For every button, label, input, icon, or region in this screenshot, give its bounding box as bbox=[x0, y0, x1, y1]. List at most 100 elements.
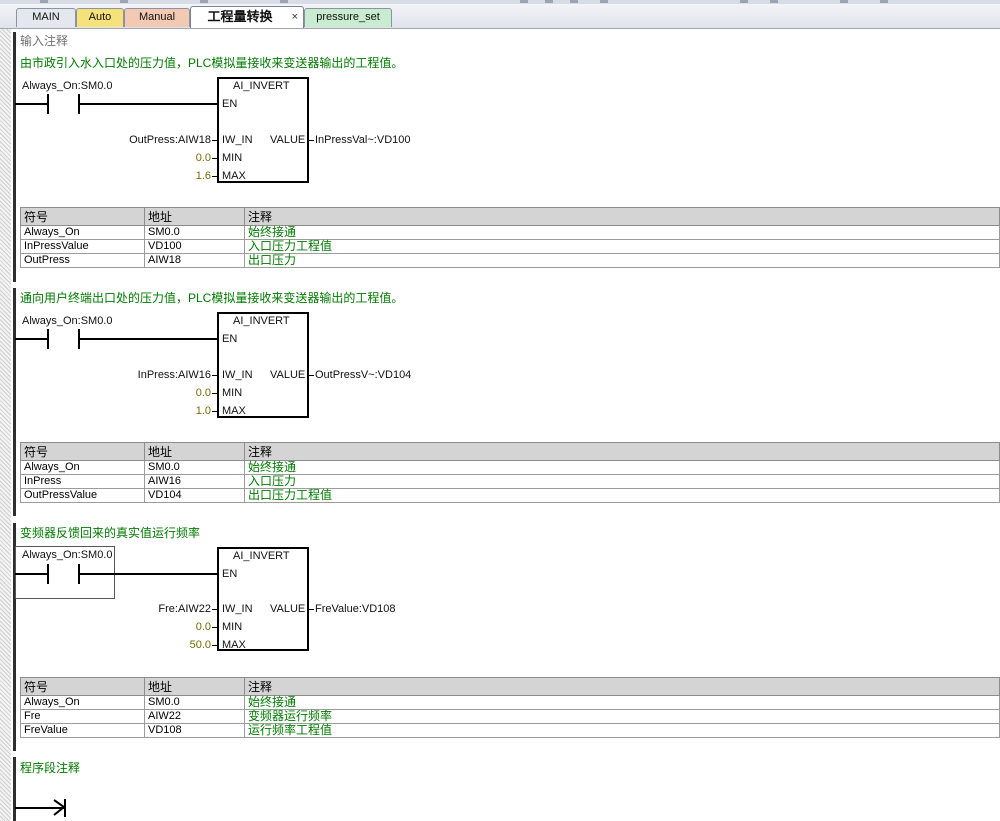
network-2-bar[interactable] bbox=[13, 288, 16, 516]
column-header: 符号 bbox=[20, 207, 145, 226]
tab-engineering-conversion[interactable]: 工程量转换 × bbox=[190, 6, 304, 28]
selected-contact-frame[interactable] bbox=[15, 546, 115, 599]
table-header-row: 符号 地址 注释 bbox=[20, 442, 1000, 461]
symbol-cell[interactable]: OutPressValue bbox=[20, 488, 145, 503]
max-operand[interactable]: 1.0 bbox=[195, 405, 211, 417]
en-wire bbox=[79, 573, 217, 575]
comment-cell[interactable]: 始终接通 bbox=[244, 225, 1000, 240]
rung-end-arrow-icon[interactable] bbox=[50, 798, 68, 818]
block-title: AI_INVERT bbox=[233, 315, 290, 327]
toolbar-remnant bbox=[0, 0, 1000, 4]
network-3-comment[interactable]: 变频器反馈回来的真实值运行频率 bbox=[20, 526, 201, 540]
column-header: 地址 bbox=[144, 207, 245, 226]
ai-invert-block[interactable] bbox=[217, 77, 309, 183]
tab-auto[interactable]: Auto bbox=[76, 8, 124, 27]
contact-left-bar[interactable] bbox=[47, 94, 49, 114]
symbol-cell[interactable]: Fre bbox=[20, 709, 145, 724]
address-cell[interactable]: VD104 bbox=[144, 488, 245, 503]
network-2-comment[interactable]: 通向用户终端出口处的压力值，PLC模拟量接收来变送器输出的工程值。 bbox=[20, 291, 404, 305]
out-operand[interactable]: OutPressV~:VD104 bbox=[315, 369, 412, 381]
table-row[interactable]: Always_On SM0.0 始终接通 bbox=[20, 695, 1000, 710]
address-cell[interactable]: AIW22 bbox=[144, 709, 245, 724]
out-stub bbox=[308, 375, 314, 376]
symbol-cell[interactable]: InPress bbox=[20, 474, 145, 489]
address-cell[interactable]: SM0.0 bbox=[144, 460, 245, 475]
address-cell[interactable]: AIW18 bbox=[144, 253, 245, 268]
table-row[interactable]: InPressValue VD100 入口压力工程值 bbox=[20, 239, 1000, 254]
address-cell[interactable]: VD100 bbox=[144, 239, 245, 254]
pin-en: EN bbox=[222, 333, 238, 345]
power-rail-wire bbox=[15, 103, 48, 105]
symbol-table: 符号 地址 注释 Always_On SM0.0 始终接通 InPress AI… bbox=[20, 442, 1000, 503]
out-operand[interactable]: FreValue:VD108 bbox=[315, 603, 396, 615]
tab-label: MAIN bbox=[32, 11, 60, 23]
comment-cell[interactable]: 入口压力 bbox=[244, 474, 1000, 489]
symbol-cell[interactable]: Always_On bbox=[20, 225, 145, 240]
tab-pressure-set[interactable]: pressure_set bbox=[304, 8, 392, 27]
max-stub bbox=[212, 411, 218, 412]
symbol-cell[interactable]: InPressValue bbox=[20, 239, 145, 254]
symbol-cell[interactable]: FreValue bbox=[20, 723, 145, 738]
comment-cell[interactable]: 变频器运行频率 bbox=[244, 709, 1000, 724]
contact-left-bar[interactable] bbox=[47, 329, 49, 349]
symbol-cell[interactable]: OutPress bbox=[20, 253, 145, 268]
table-row[interactable]: FreValue VD108 运行频率工程值 bbox=[20, 723, 1000, 738]
pin-iw-in: IW_IN bbox=[222, 603, 253, 615]
pin-max: MAX bbox=[222, 170, 246, 182]
ai-invert-block[interactable] bbox=[217, 312, 309, 418]
in-operand[interactable]: Fre:AIW22 bbox=[158, 603, 211, 615]
comment-cell[interactable]: 出口压力工程值 bbox=[244, 488, 1000, 503]
out-stub bbox=[308, 140, 314, 141]
max-operand[interactable]: 1.6 bbox=[195, 170, 211, 182]
symbol-cell[interactable]: Always_On bbox=[20, 695, 145, 710]
min-operand[interactable]: 0.0 bbox=[195, 387, 211, 399]
network-1-comment[interactable]: 由市政引入水入口处的压力值，PLC模拟量接收来变送器输出的工程值。 bbox=[20, 56, 404, 70]
comment-cell[interactable]: 出口压力 bbox=[244, 253, 1000, 268]
tab-main[interactable]: MAIN bbox=[16, 8, 76, 27]
network-4-bar[interactable] bbox=[13, 757, 16, 821]
min-operand[interactable]: 0.0 bbox=[195, 621, 211, 633]
in-operand[interactable]: InPress:AIW16 bbox=[137, 369, 211, 381]
min-stub bbox=[212, 627, 218, 628]
contact-label: Always_On:SM0.0 bbox=[22, 80, 113, 92]
address-cell[interactable]: AIW16 bbox=[144, 474, 245, 489]
comment-cell[interactable]: 入口压力工程值 bbox=[244, 239, 1000, 254]
network-4-comment[interactable]: 程序段注释 bbox=[20, 761, 81, 775]
max-operand[interactable]: 50.0 bbox=[189, 639, 211, 651]
min-operand[interactable]: 0.0 bbox=[195, 152, 211, 164]
tab-label: 工程量转换 bbox=[207, 9, 273, 24]
comment-cell[interactable]: 始终接通 bbox=[244, 695, 1000, 710]
pin-value: VALUE bbox=[270, 603, 306, 615]
pin-max: MAX bbox=[222, 639, 246, 651]
table-row[interactable]: InPress AIW16 入口压力 bbox=[20, 474, 1000, 489]
table-row[interactable]: OutPressValue VD104 出口压力工程值 bbox=[20, 488, 1000, 503]
tab-manual[interactable]: Manual bbox=[124, 8, 190, 27]
network-gutter[interactable] bbox=[0, 29, 11, 821]
ai-invert-block[interactable] bbox=[217, 547, 309, 651]
contact-left-bar[interactable] bbox=[47, 564, 49, 584]
close-tab-icon[interactable]: × bbox=[291, 11, 298, 23]
column-header: 注释 bbox=[244, 677, 1000, 696]
column-header: 注释 bbox=[244, 207, 1000, 226]
en-wire bbox=[79, 338, 217, 340]
pou-comment[interactable]: 输入注释 bbox=[20, 34, 69, 48]
table-row[interactable]: Always_On SM0.0 始终接通 bbox=[20, 460, 1000, 475]
block-title: AI_INVERT bbox=[233, 80, 290, 92]
symbol-cell[interactable]: Always_On bbox=[20, 460, 145, 475]
address-cell[interactable]: SM0.0 bbox=[144, 225, 245, 240]
comment-cell[interactable]: 运行频率工程值 bbox=[244, 723, 1000, 738]
table-row[interactable]: Always_On SM0.0 始终接通 bbox=[20, 225, 1000, 240]
address-cell[interactable]: SM0.0 bbox=[144, 695, 245, 710]
out-operand[interactable]: InPressVal~:VD100 bbox=[315, 134, 411, 146]
table-row[interactable]: Fre AIW22 变频器运行频率 bbox=[20, 709, 1000, 724]
address-cell[interactable]: VD108 bbox=[144, 723, 245, 738]
network-1-bar[interactable] bbox=[13, 32, 16, 282]
comment-cell[interactable]: 始终接通 bbox=[244, 460, 1000, 475]
network-3-bar[interactable] bbox=[13, 523, 16, 751]
table-row[interactable]: OutPress AIW18 出口压力 bbox=[20, 253, 1000, 268]
table-header-row: 符号 地址 注释 bbox=[20, 207, 1000, 226]
pin-en: EN bbox=[222, 98, 238, 110]
pin-min: MIN bbox=[222, 387, 243, 399]
in-operand[interactable]: OutPress:AIW18 bbox=[129, 134, 211, 146]
pin-value: VALUE bbox=[270, 369, 306, 381]
